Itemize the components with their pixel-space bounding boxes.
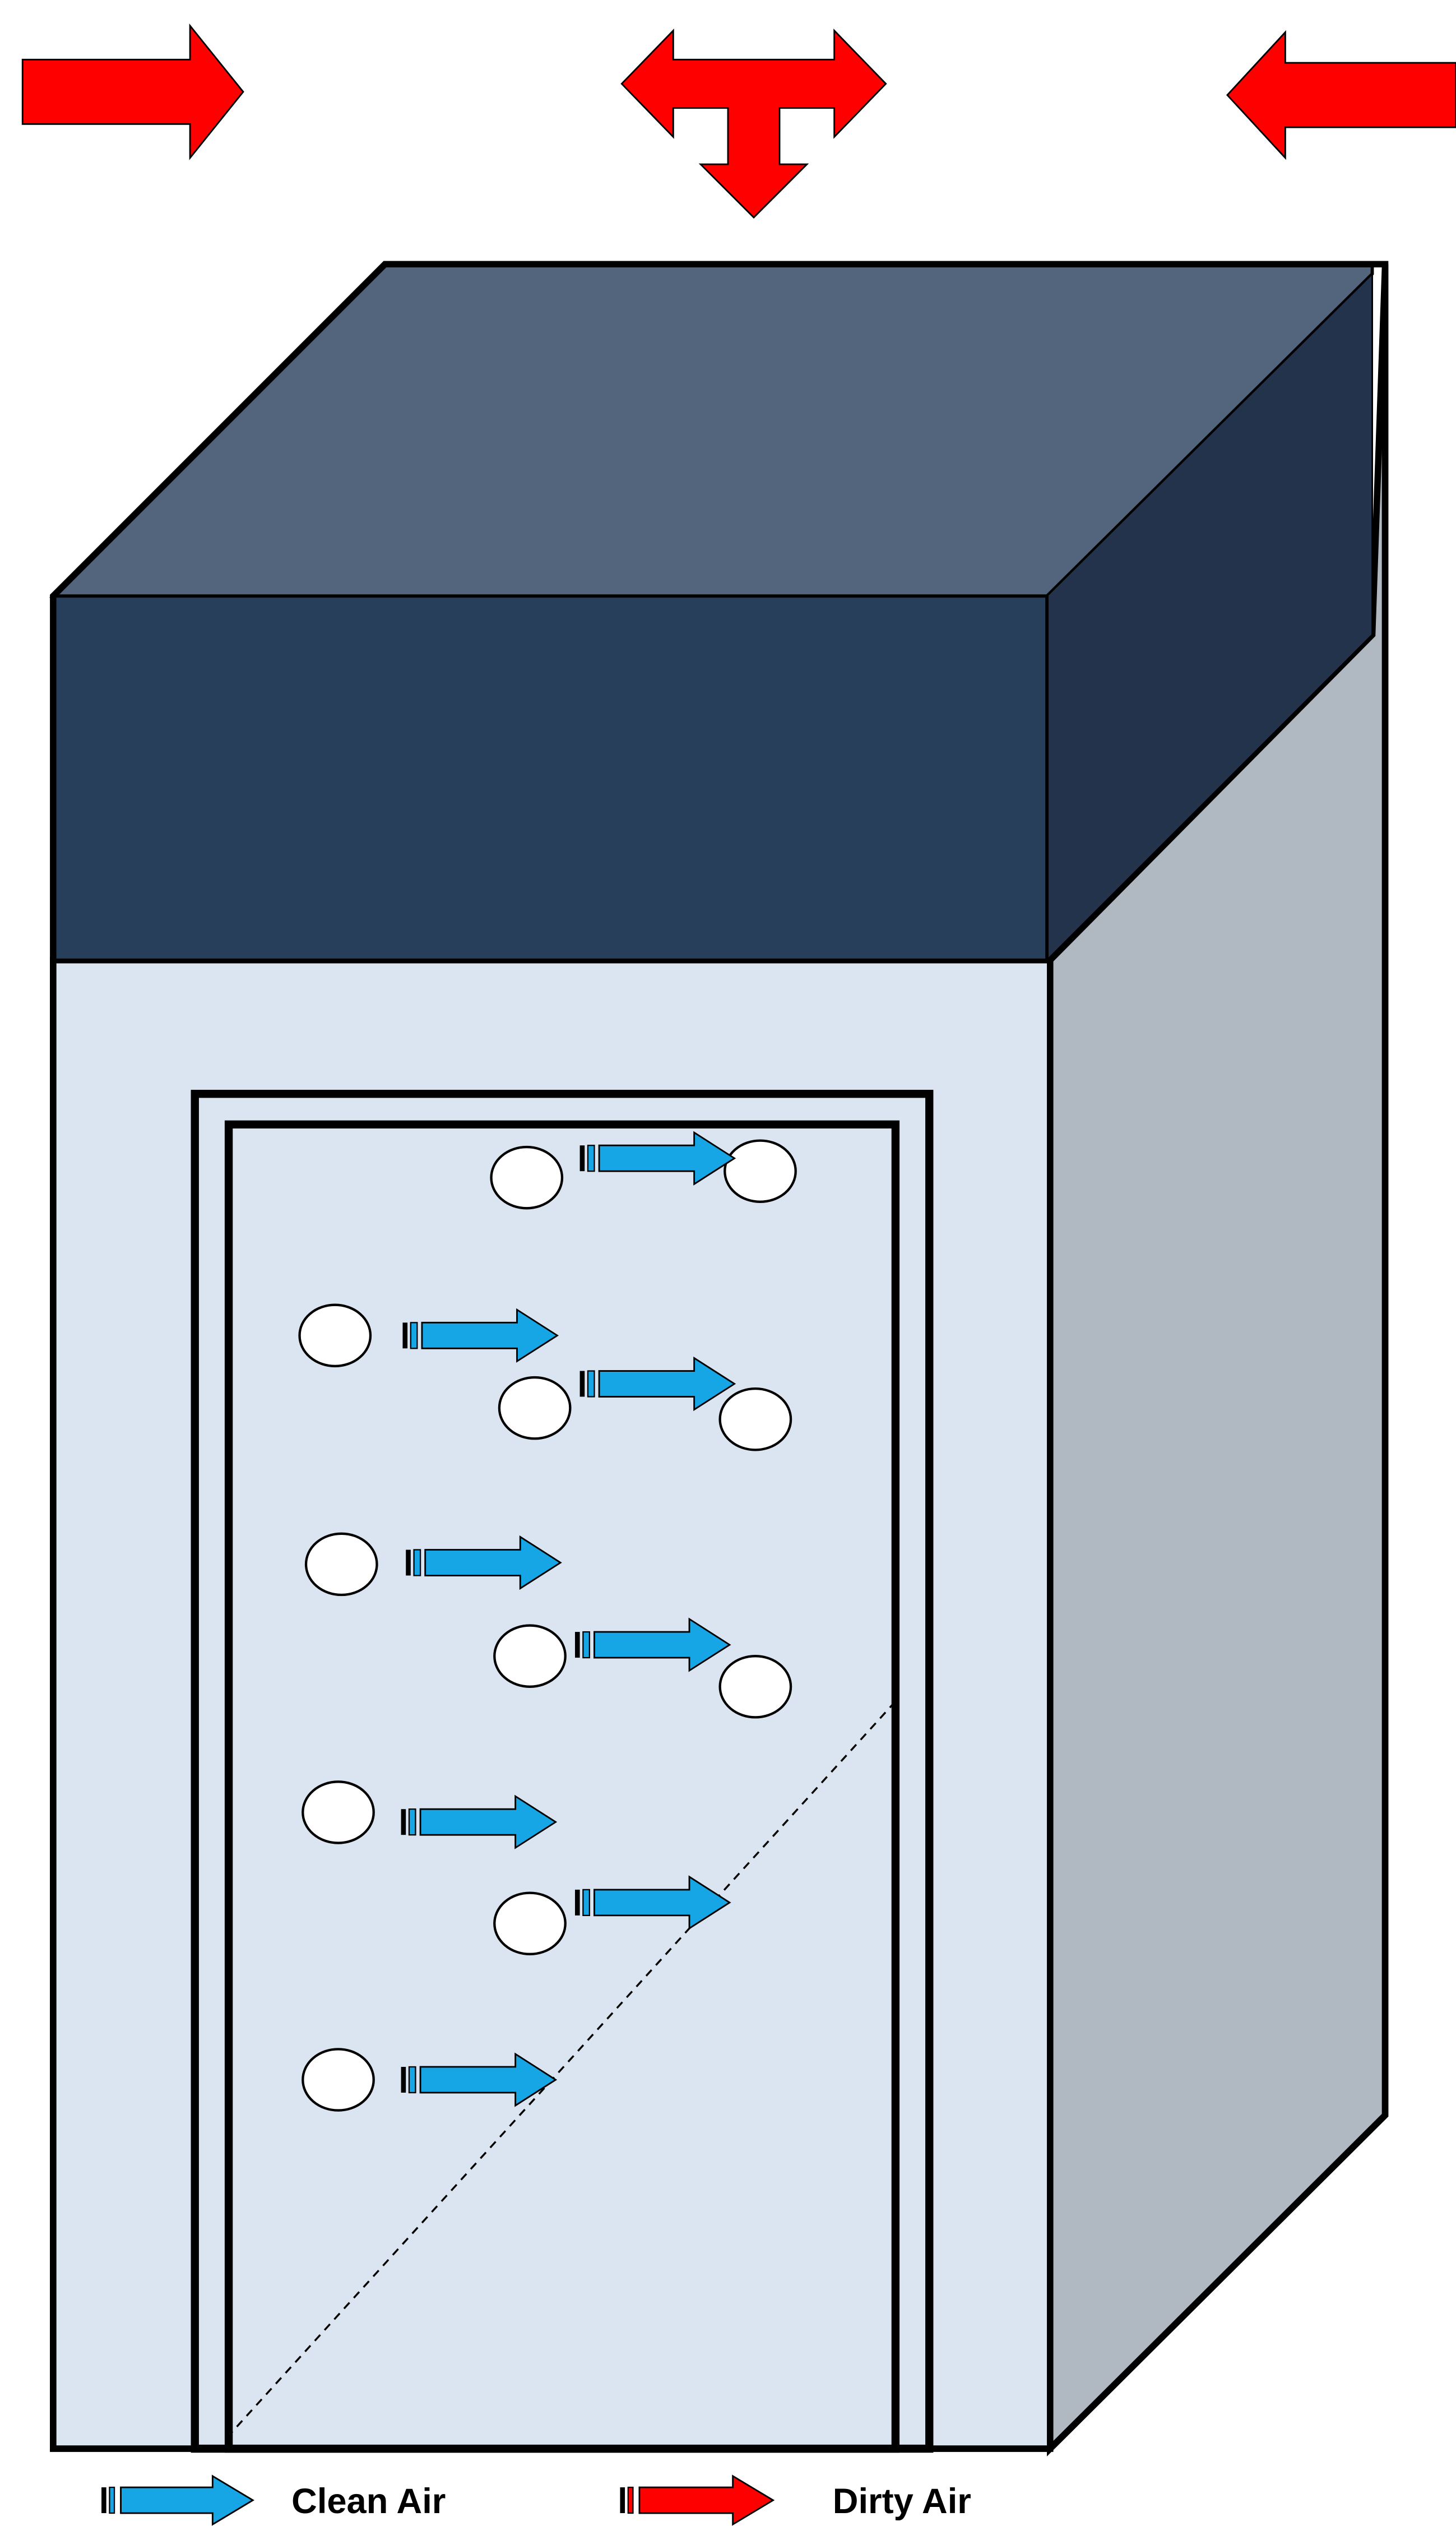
sash-glass-divider (226, 1699, 898, 2439)
legend: Clean Air Dirty Air (101, 2474, 971, 2526)
clean-air-arrow (579, 1356, 736, 1412)
particle-circle-icon (498, 1376, 572, 1440)
particle-circle-icon (718, 1655, 792, 1719)
clean-air-arrow (402, 1308, 559, 1363)
particle-circle-icon (493, 1624, 567, 1688)
t-split-arrow-icon (620, 29, 887, 219)
exhaust-arrows (21, 23, 1456, 219)
particle-circle-icon (718, 1387, 792, 1451)
clean-air-arrow (579, 1131, 736, 1186)
legend-clean-label: Clean Air (291, 2482, 446, 2521)
dirty-air-arrow-icon (620, 2474, 775, 2526)
legend-dirty-label: Dirty Air (833, 2482, 971, 2521)
left-arrow-icon (1226, 30, 1456, 160)
clean-air-arrow (574, 1875, 731, 1930)
clean-air-arrow-icon (101, 2474, 254, 2526)
particle-circle-icon (302, 2048, 375, 2112)
particle-circle-icon (302, 1780, 375, 1844)
clean-air-arrow (406, 1535, 562, 1590)
particle-circle-icon (298, 1303, 372, 1368)
cabinet (49, 261, 1389, 2456)
particle-circle-icon (304, 1532, 378, 1597)
particle-circle-icon (493, 1891, 567, 1955)
clean-air-arrow (401, 1794, 558, 1849)
particle-circle-icon (490, 1145, 564, 1210)
particle-circle-icon (724, 1139, 797, 1203)
clean-airflow (298, 1131, 797, 2112)
hood-front-face (51, 594, 1049, 962)
right-arrow-icon (21, 23, 244, 160)
clean-air-arrow (401, 2052, 558, 2107)
clean-air-arrow (574, 1617, 731, 1672)
